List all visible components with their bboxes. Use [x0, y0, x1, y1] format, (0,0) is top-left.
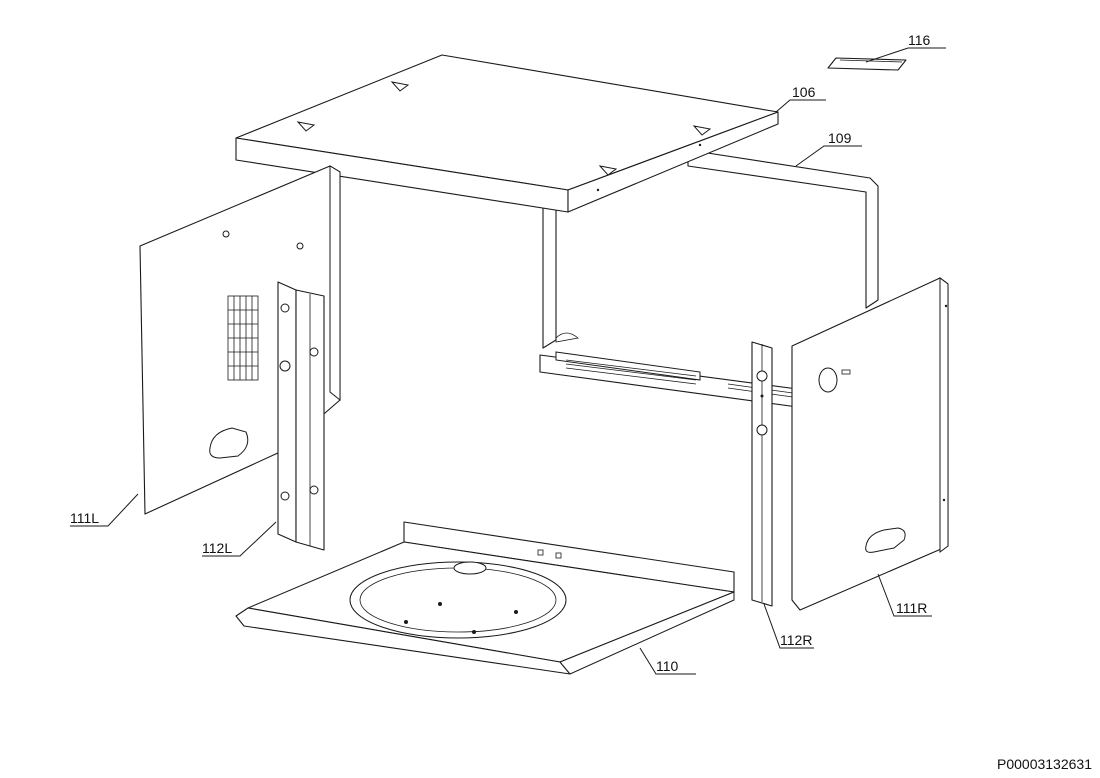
part-110-bottom-tray — [235, 521, 735, 675]
part-112R-right-rail — [751, 341, 773, 607]
callout-106: 106 — [792, 84, 816, 100]
part-111R-right-panel — [791, 277, 949, 611]
part-112L-left-rail — [277, 281, 325, 551]
leader-lines — [70, 47, 946, 675]
part-106-top-panel — [235, 54, 779, 213]
callout-110: 110 — [656, 658, 679, 674]
callout-111L: 111L — [70, 510, 99, 526]
drawing-reference-number: P00003132631 — [997, 756, 1092, 772]
callout-111R: 111R — [896, 600, 927, 616]
part-116-strip — [827, 57, 907, 71]
callout-116: 116 — [908, 32, 931, 48]
vent-grid — [227, 295, 259, 381]
callout-112L: 112L — [202, 540, 232, 556]
callout-labels: 116 106 109 111L 112L 110 112R 111R — [70, 32, 931, 674]
callout-109: 109 — [828, 130, 852, 146]
callout-112R: 112R — [780, 632, 812, 648]
